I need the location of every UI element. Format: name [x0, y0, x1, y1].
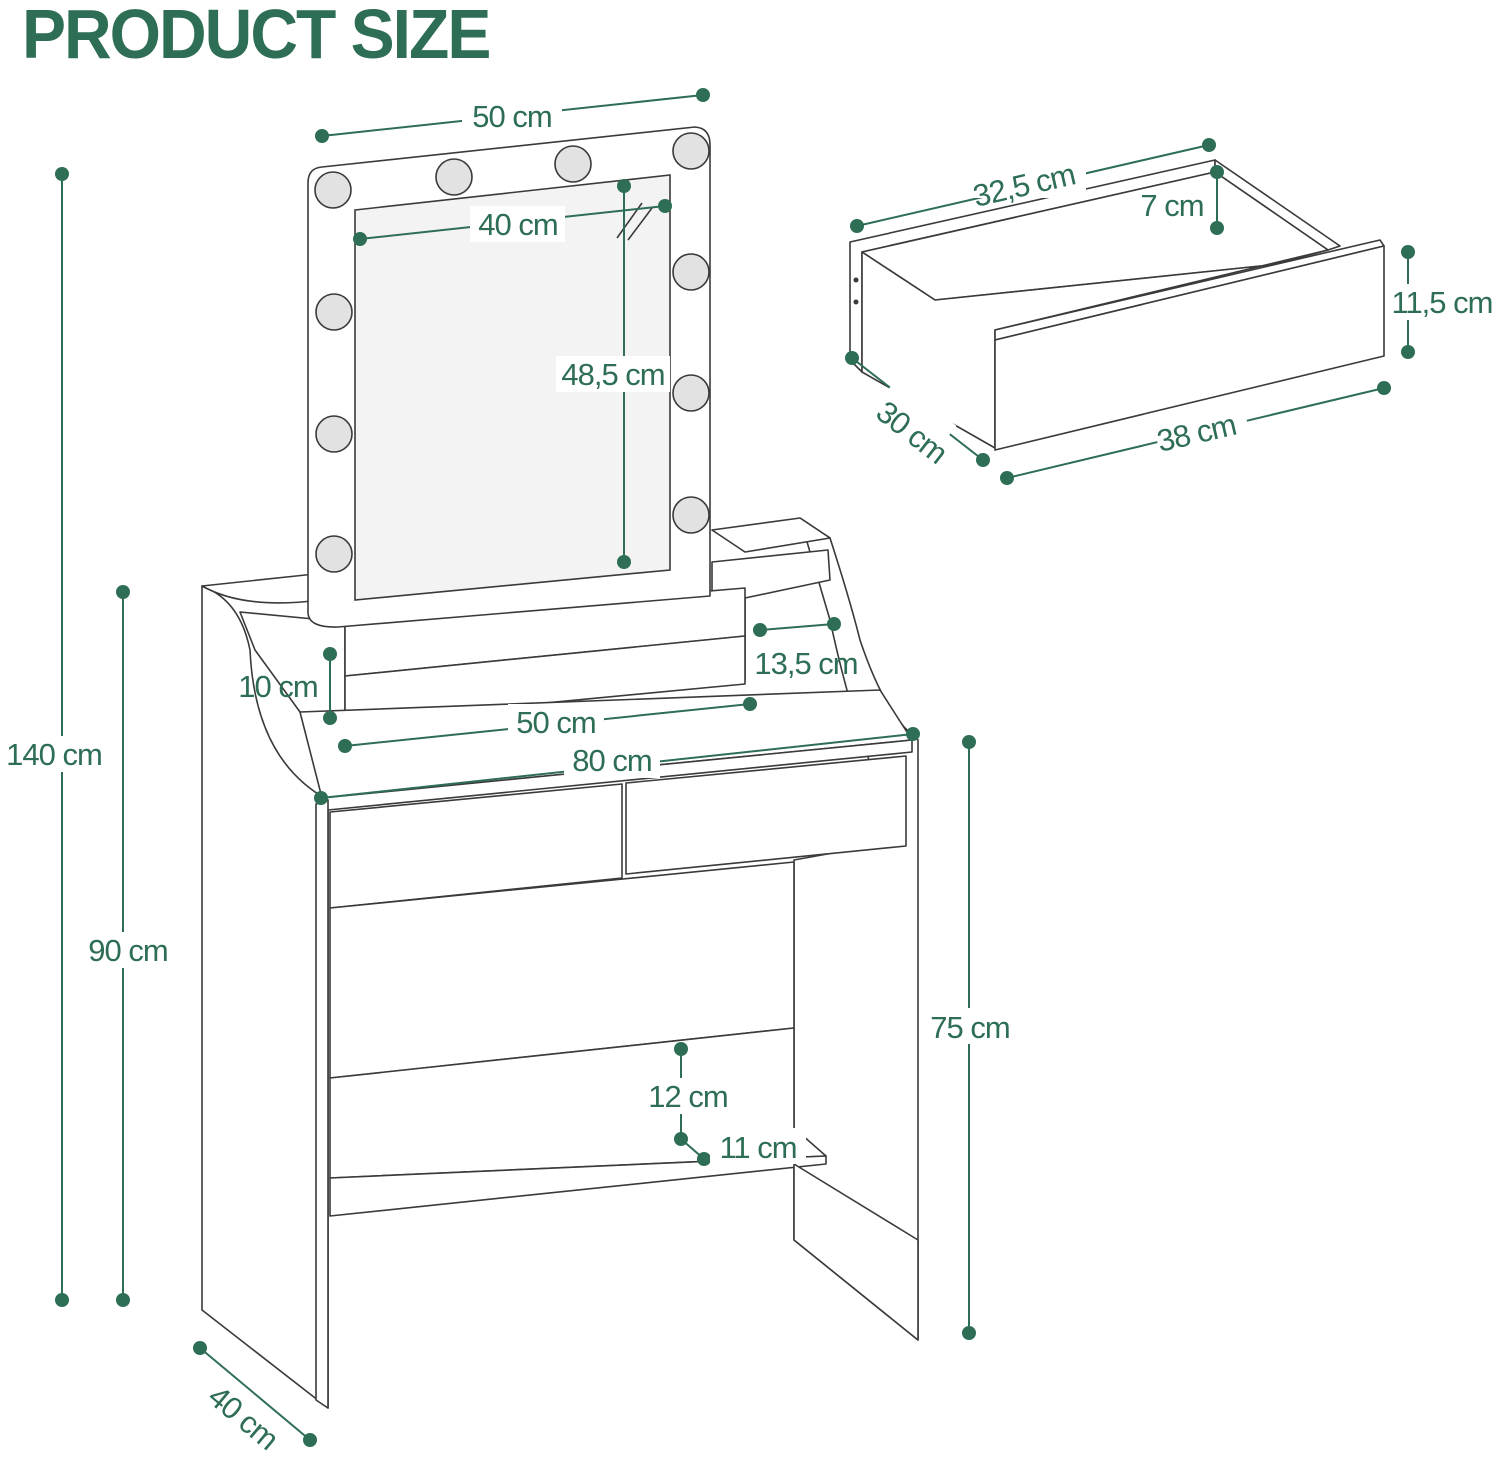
dim-endpoint — [827, 617, 841, 631]
dim-endpoint — [353, 232, 367, 246]
dim-endpoint — [55, 1293, 69, 1307]
right-shelf-unit — [711, 517, 831, 553]
label-upper-shelf-width: 50 cm — [516, 705, 595, 740]
bulb-icon — [315, 293, 353, 331]
dim-endpoint — [962, 735, 976, 749]
dim-endpoint — [697, 1152, 711, 1166]
drawer-front-panel — [994, 245, 1385, 451]
bulb-icon — [435, 158, 473, 196]
dim-endpoint — [1401, 245, 1415, 259]
right-drawer — [625, 755, 907, 875]
bulb-icon — [672, 374, 710, 412]
dim-endpoint — [617, 555, 631, 569]
dim-endpoint — [696, 88, 710, 102]
dim-endpoint — [338, 739, 352, 753]
bulb-icon — [672, 132, 710, 170]
central-shelf-front — [344, 635, 746, 723]
label-table-width: 80 cm — [572, 743, 651, 778]
dim-endpoint — [55, 167, 69, 181]
dim-endpoint — [962, 1326, 976, 1340]
dim-endpoint — [1210, 165, 1224, 179]
label-side-height: 90 cm — [88, 933, 167, 968]
dim-endpoint — [323, 647, 337, 661]
label-shelf-depth: 13,5 cm — [754, 646, 857, 681]
dim-endpoint — [315, 129, 329, 143]
dim-endpoint — [314, 791, 328, 805]
screw-hole-icon — [853, 299, 859, 305]
bulb-icon — [672, 496, 710, 534]
label-mirror-glass-width: 40 cm — [478, 207, 557, 242]
bottom-shelf-top — [329, 1027, 827, 1179]
dim-endpoint — [116, 585, 130, 599]
label-shelf-height: 10 cm — [238, 669, 317, 704]
left-panel-front-edge — [315, 799, 329, 1409]
label-table-depth: 40 cm — [202, 1379, 285, 1452]
label-drawer-inner-height: 7 cm — [1140, 188, 1203, 223]
dim-line-table-depth — [199, 1347, 311, 1441]
label-table-height: 75 cm — [930, 1010, 1009, 1045]
dim-endpoint — [1202, 138, 1216, 152]
dim-line-shelf-depth — [759, 623, 835, 631]
dim-endpoint — [617, 179, 631, 193]
mirror-glass — [354, 174, 671, 601]
left-drawer — [329, 783, 623, 909]
bulb-icon — [315, 415, 353, 453]
right-inner-leg — [793, 1163, 919, 1341]
dim-endpoint — [906, 727, 920, 741]
bulb-icon — [554, 145, 592, 183]
dim-endpoint — [850, 219, 864, 233]
dim-endpoint — [116, 1293, 130, 1307]
dim-endpoint — [193, 1341, 207, 1355]
label-bottom-compartment: 12 cm — [648, 1079, 727, 1114]
label-mirror-glass-height: 48,5 cm — [561, 357, 664, 392]
dim-endpoint — [303, 1433, 317, 1447]
dim-endpoint — [323, 711, 337, 725]
drawer-illustration — [849, 159, 1385, 451]
drawer-bottom — [861, 249, 1329, 449]
dim-endpoint — [674, 1042, 688, 1056]
hollywood-mirror — [307, 126, 711, 628]
label-total-height: 140 cm — [6, 737, 102, 772]
page-title: PRODUCT SIZE — [22, 0, 491, 73]
bulb-icon — [315, 535, 353, 573]
dim-endpoint — [753, 623, 767, 637]
bottom-shelf-front — [329, 1155, 827, 1217]
dim-endpoint — [1000, 471, 1014, 485]
dim-endpoint — [845, 351, 859, 365]
label-bottom-shelf-depth: 11 cm — [719, 1130, 796, 1165]
bulb-icon — [672, 253, 710, 291]
label-drawer-front-height: 11,5 cm — [1392, 285, 1493, 320]
screw-hole-icon — [853, 277, 859, 283]
bulb-icon — [314, 171, 352, 209]
dim-endpoint — [976, 453, 990, 467]
dim-endpoint — [1401, 345, 1415, 359]
dim-endpoint — [658, 199, 672, 213]
dim-endpoint — [1377, 381, 1391, 395]
dim-endpoint — [743, 697, 757, 711]
dim-endpoint — [1210, 221, 1224, 235]
label-mirror-frame-width: 50 cm — [472, 99, 551, 134]
